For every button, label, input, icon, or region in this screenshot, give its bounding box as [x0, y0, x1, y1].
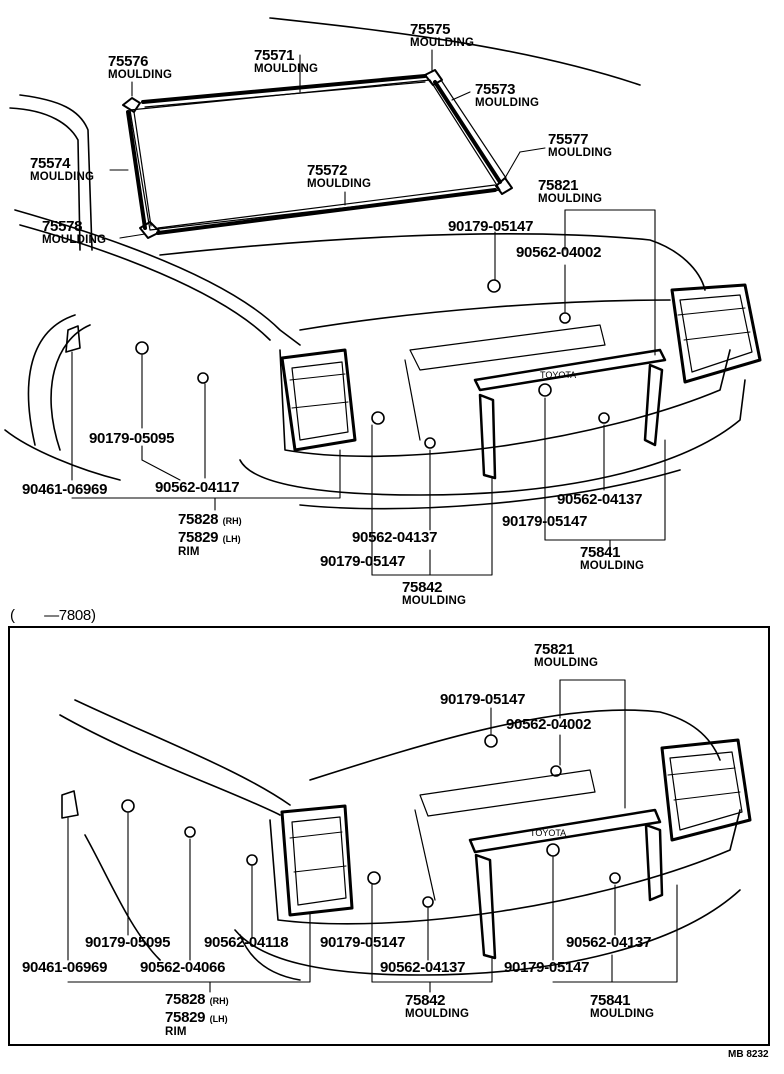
callout-90179-05147-lower-b: 90179-05147: [320, 934, 406, 951]
callout-90562-04137-lower-a: 90562-04137: [566, 934, 652, 951]
upper-tail-lamp-rims: TOYOTA: [280, 283, 762, 480]
callout-rim-upper: 75828 (RH) 75829 (LH) RIM: [178, 511, 242, 558]
svg-text:TOYOTA: TOYOTA: [540, 370, 576, 380]
callout-90562-04137-lower-b: 90562-04137: [380, 959, 466, 976]
callout-90179-05147-upper-d: 90179-05147: [320, 553, 406, 570]
callout-90179-05147-upper-a: 90179-05147: [448, 218, 534, 235]
callout-90179-05147-upper-c: 90179-05147: [502, 513, 588, 530]
callout-rim-lower: 75828 (RH) 75829 (LH) RIM: [165, 991, 229, 1038]
lower-section-title: ( —7808): [10, 607, 96, 624]
callout-90562-04002-upper: 90562-04002: [516, 244, 602, 261]
upper-fasteners: [65, 279, 610, 449]
lower-section-frame: [8, 626, 770, 1046]
lower-fasteners: [61, 734, 621, 908]
callout-90562-04118-lower: 90562-04118: [204, 934, 289, 951]
callout-90179-05095-upper: 90179-05095: [89, 430, 175, 447]
lower-tail-lamp-rims: TOYOTA: [280, 738, 752, 960]
callout-90562-04066-lower: 90562-04066: [140, 959, 226, 976]
upper-leader-lines: [71, 49, 666, 576]
callout-90461-06969-upper: 90461-06969: [22, 481, 108, 498]
callout-90179-05147-lower-c: 90179-05147: [504, 959, 590, 976]
callout-90562-04137-upper-b: 90562-04137: [557, 491, 643, 508]
callout-90179-05095-lower: 90179-05095: [85, 934, 171, 951]
upper-car-body: [4, 17, 746, 510]
upper-window-mouldings: [122, 69, 513, 239]
callout-90562-04137-upper-c: 90562-04137: [352, 529, 438, 546]
callout-90562-04117-upper: 90562-04117: [155, 479, 240, 496]
callout-90179-05147-lower-a: 90179-05147: [440, 691, 526, 708]
svg-text:TOYOTA: TOYOTA: [530, 828, 566, 838]
diagram-code: MB 8232: [728, 1049, 769, 1060]
callout-90562-04002-lower: 90562-04002: [506, 716, 592, 733]
callout-90461-06969-lower: 90461-06969: [22, 959, 108, 976]
lower-leader-lines: [67, 679, 678, 993]
lower-car-body: [59, 699, 741, 981]
